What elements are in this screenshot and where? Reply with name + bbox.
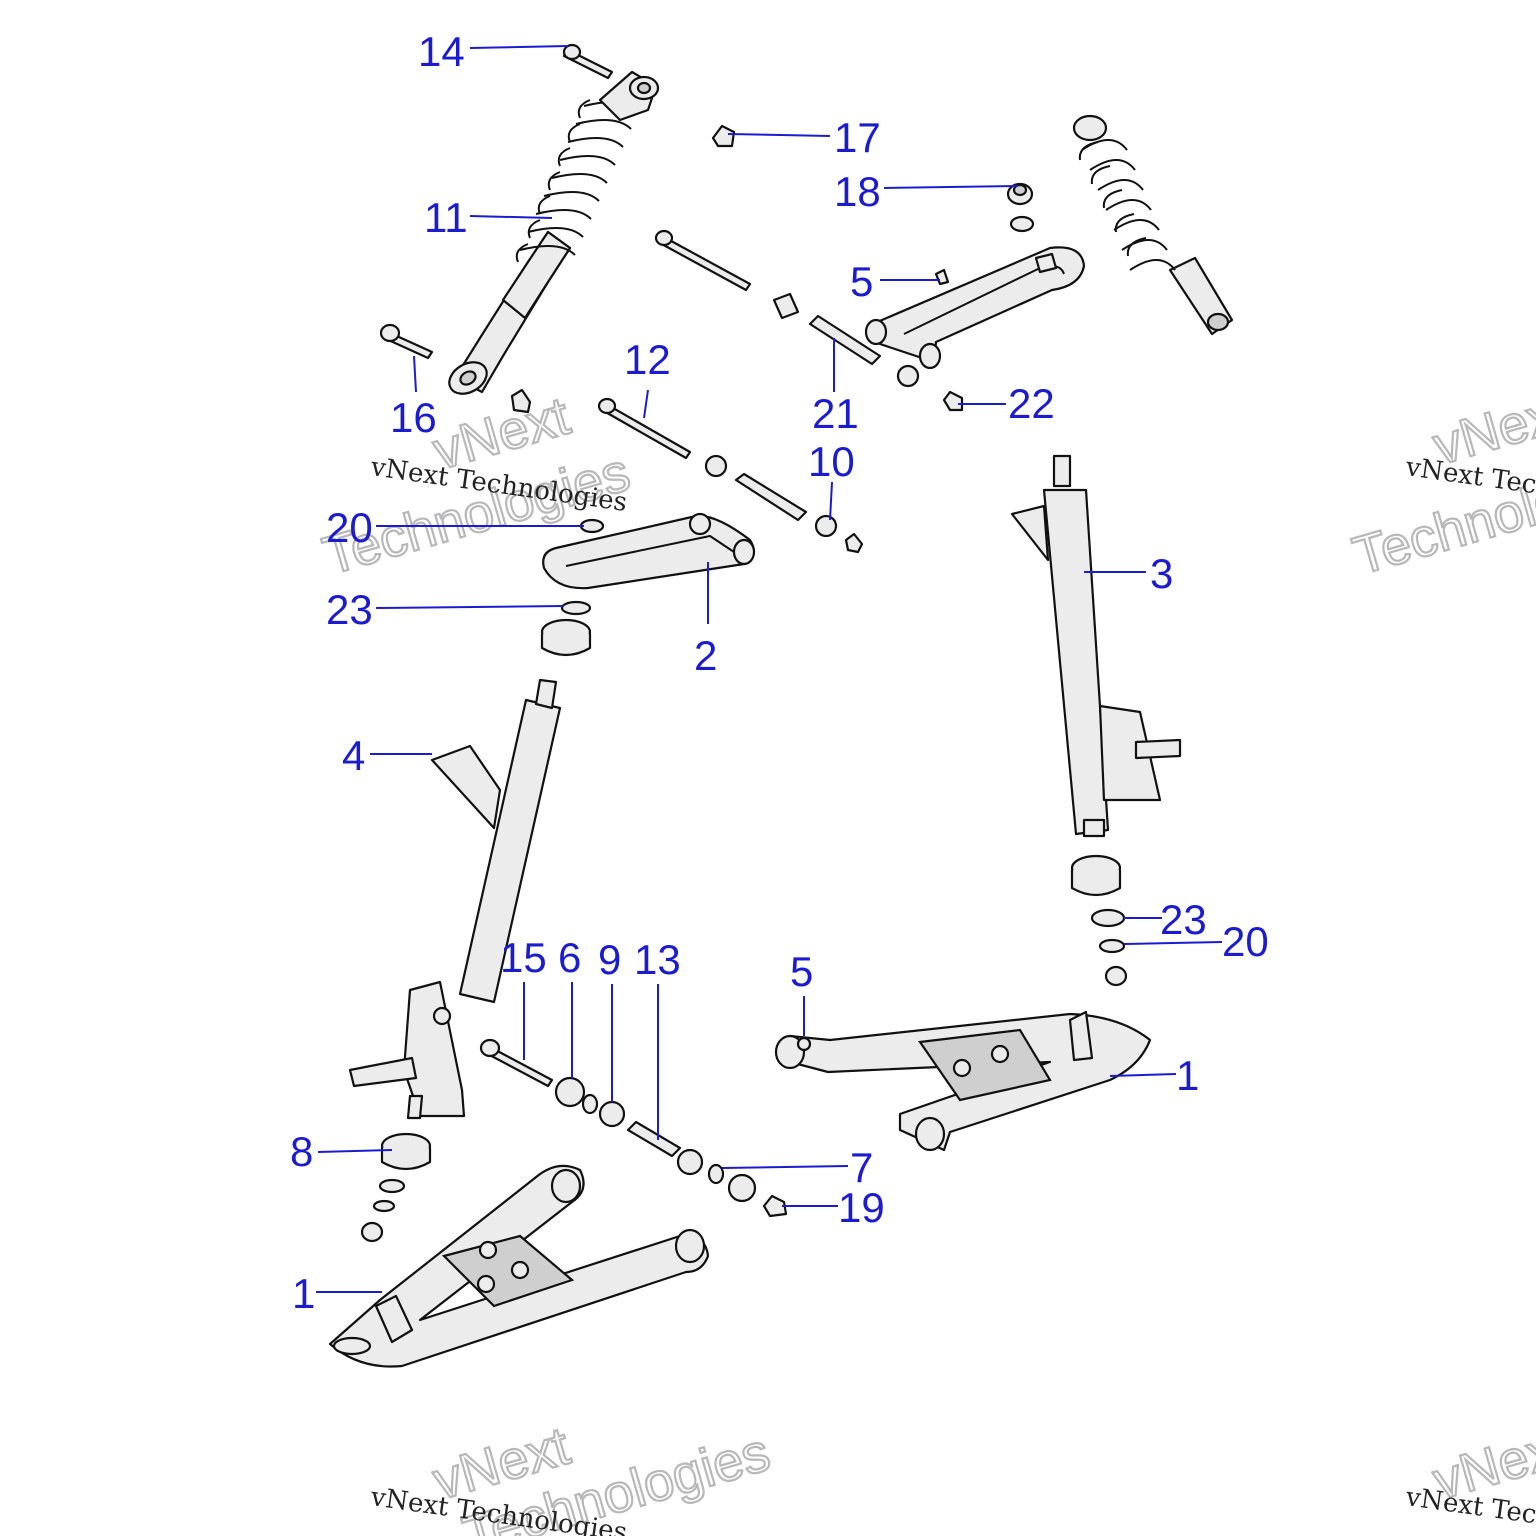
washer-center-1 bbox=[581, 1093, 599, 1115]
callout-1-left: 1 bbox=[292, 1270, 315, 1317]
callout-2: 2 bbox=[694, 632, 717, 679]
callout-6: 6 bbox=[558, 934, 581, 981]
nut-right bbox=[1104, 965, 1128, 987]
coil-spring bbox=[515, 99, 640, 263]
lower-a-arm-right bbox=[774, 1010, 1152, 1152]
bolt-long-upper bbox=[654, 229, 752, 292]
washer-7 bbox=[707, 1163, 725, 1185]
callout-16: 16 bbox=[390, 394, 437, 441]
callout-5-bottom: 5 bbox=[790, 948, 813, 995]
callout-3: 3 bbox=[1150, 550, 1173, 597]
callout-21: 21 bbox=[812, 390, 859, 437]
callout-19: 19 bbox=[838, 1184, 885, 1231]
bolt-14 bbox=[562, 43, 614, 80]
bushing-upper bbox=[772, 292, 800, 320]
callout-7: 7 bbox=[850, 1144, 873, 1191]
sleeve-13 bbox=[626, 1120, 682, 1158]
bushing-19 bbox=[762, 1194, 788, 1218]
bolt-12 bbox=[597, 397, 692, 460]
dust-boot-left bbox=[540, 618, 592, 657]
bushing-left-2 bbox=[704, 454, 728, 478]
washer-23-left bbox=[560, 600, 592, 616]
callout-labels: 14 17 18 11 5 12 21 22 16 10 20 3 23 2 4… bbox=[290, 28, 1269, 1317]
bolt-16 bbox=[379, 323, 434, 360]
bushing-6 bbox=[554, 1076, 586, 1108]
callout-14: 14 bbox=[418, 28, 465, 75]
callout-13: 13 bbox=[634, 936, 681, 983]
washer-top bbox=[1009, 215, 1035, 233]
bushing-center-3 bbox=[727, 1173, 757, 1203]
bushing-22 bbox=[942, 390, 964, 412]
callout-10: 10 bbox=[808, 438, 855, 485]
callout-12: 12 bbox=[624, 336, 671, 383]
bushing-10 bbox=[814, 514, 838, 538]
bushing-upper-right bbox=[896, 364, 920, 388]
bushing-left-3 bbox=[844, 532, 864, 554]
sleeve-21 bbox=[808, 314, 882, 366]
callout-20-right: 20 bbox=[1222, 918, 1269, 965]
nut-18 bbox=[1006, 182, 1034, 206]
upper-a-arm-left bbox=[542, 512, 756, 590]
callout-18: 18 bbox=[834, 168, 881, 215]
callout-22: 22 bbox=[1008, 380, 1055, 427]
washer-20-right bbox=[1098, 938, 1126, 954]
bushing-17 bbox=[711, 124, 736, 148]
callout-17: 17 bbox=[834, 114, 881, 161]
dust-boot-right bbox=[1070, 854, 1122, 897]
callout-5-top: 5 bbox=[850, 258, 873, 305]
callout-20-left: 20 bbox=[326, 504, 373, 551]
callout-23-right: 23 bbox=[1160, 896, 1207, 943]
callout-11: 11 bbox=[424, 194, 468, 241]
watermark-group-top-right: vNext Technologies vNext Technologies bbox=[1346, 380, 1536, 588]
washer-20-left bbox=[579, 518, 605, 534]
watermark-group-bottom-right: vNext vNext Technologies bbox=[1403, 1415, 1536, 1536]
leader-lines bbox=[316, 45, 1223, 1293]
callout-1-right: 1 bbox=[1176, 1052, 1199, 1099]
washer-23-right bbox=[1090, 908, 1126, 928]
callout-4: 4 bbox=[342, 732, 365, 779]
sleeve-left bbox=[734, 472, 808, 522]
coil-spring-right bbox=[1078, 139, 1176, 271]
strut-left bbox=[348, 678, 562, 1120]
callout-9: 9 bbox=[598, 936, 621, 983]
callout-15: 15 bbox=[500, 934, 547, 981]
bushing-left-1 bbox=[510, 388, 532, 414]
bushing-9 bbox=[598, 1100, 626, 1128]
bolt-15 bbox=[479, 1038, 554, 1088]
bushing-center-2 bbox=[676, 1148, 704, 1176]
strut-right bbox=[1010, 454, 1182, 838]
grease-fitting-5-top bbox=[934, 268, 950, 286]
shock-absorber-left bbox=[448, 70, 660, 395]
watermark-group-bottom-left: vNext Technologies vNext Technologies bbox=[368, 1415, 777, 1536]
callout-8: 8 bbox=[290, 1128, 313, 1175]
shock-absorber-right bbox=[1072, 114, 1234, 336]
bearing-stack-left bbox=[360, 1132, 432, 1243]
lower-a-arm-left bbox=[328, 1164, 710, 1368]
callout-23-left: 23 bbox=[326, 586, 373, 633]
upper-a-arm-right bbox=[864, 246, 1086, 370]
